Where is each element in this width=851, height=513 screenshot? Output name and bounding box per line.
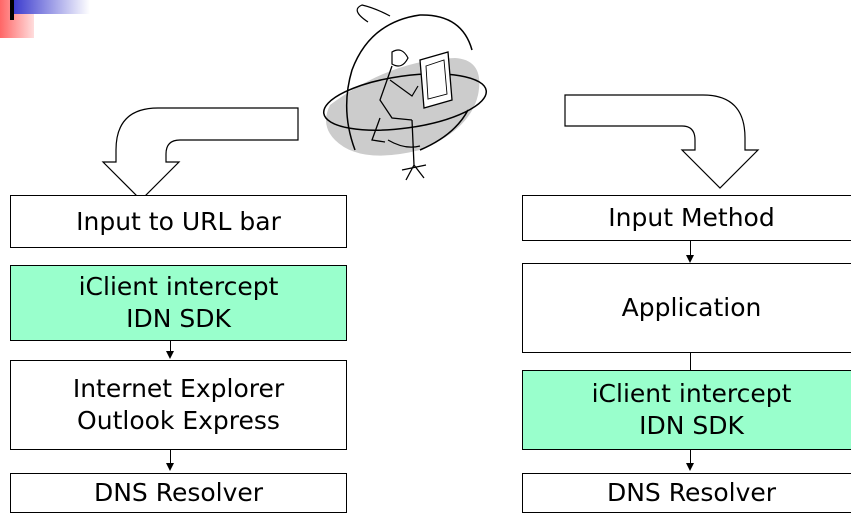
corner-blue-bar (10, 0, 90, 14)
left-box4-label: DNS Resolver (93, 478, 264, 507)
left-connector-2 (170, 450, 171, 463)
slide-corner-decoration (0, 0, 90, 38)
left-box3-line2: Outlook Express (77, 406, 280, 435)
curved-arrow-right-icon (564, 94, 760, 189)
right-box3-line2: IDN SDK (639, 411, 744, 440)
right-connector-2 (690, 353, 691, 370)
left-internet-explorer-box: Internet Explorer Outlook Express (10, 360, 347, 450)
right-box2-label: Application (621, 293, 762, 322)
left-arrowhead-1 (166, 351, 174, 359)
right-connector-1 (690, 241, 691, 255)
left-iclient-intercept-box: iClient intercept IDN SDK (10, 265, 347, 341)
right-iclient-intercept-box: iClient intercept IDN SDK (522, 370, 851, 450)
left-box2-line1: iClient intercept (78, 272, 279, 301)
right-box1-label: Input Method (608, 203, 775, 232)
left-box1-label: Input to URL bar (76, 206, 281, 236)
left-arrowhead-2 (166, 463, 174, 471)
right-box3-line1: iClient intercept (591, 379, 792, 408)
left-input-url-bar-box: Input to URL bar (10, 195, 347, 248)
right-input-method-box: Input Method (522, 195, 851, 241)
right-dns-resolver-box: DNS Resolver (522, 473, 851, 513)
left-box2-line2: IDN SDK (126, 304, 231, 333)
right-application-box: Application (522, 263, 851, 353)
corner-black-bar (10, 0, 14, 20)
right-box4-label: DNS Resolver (606, 478, 777, 507)
right-connector-3 (690, 450, 691, 463)
right-arrowhead-1 (686, 255, 694, 263)
left-connector-1 (170, 341, 171, 351)
left-box3-line1: Internet Explorer (72, 374, 285, 403)
left-dns-resolver-box: DNS Resolver (10, 473, 347, 513)
right-arrowhead-3 (686, 463, 694, 471)
